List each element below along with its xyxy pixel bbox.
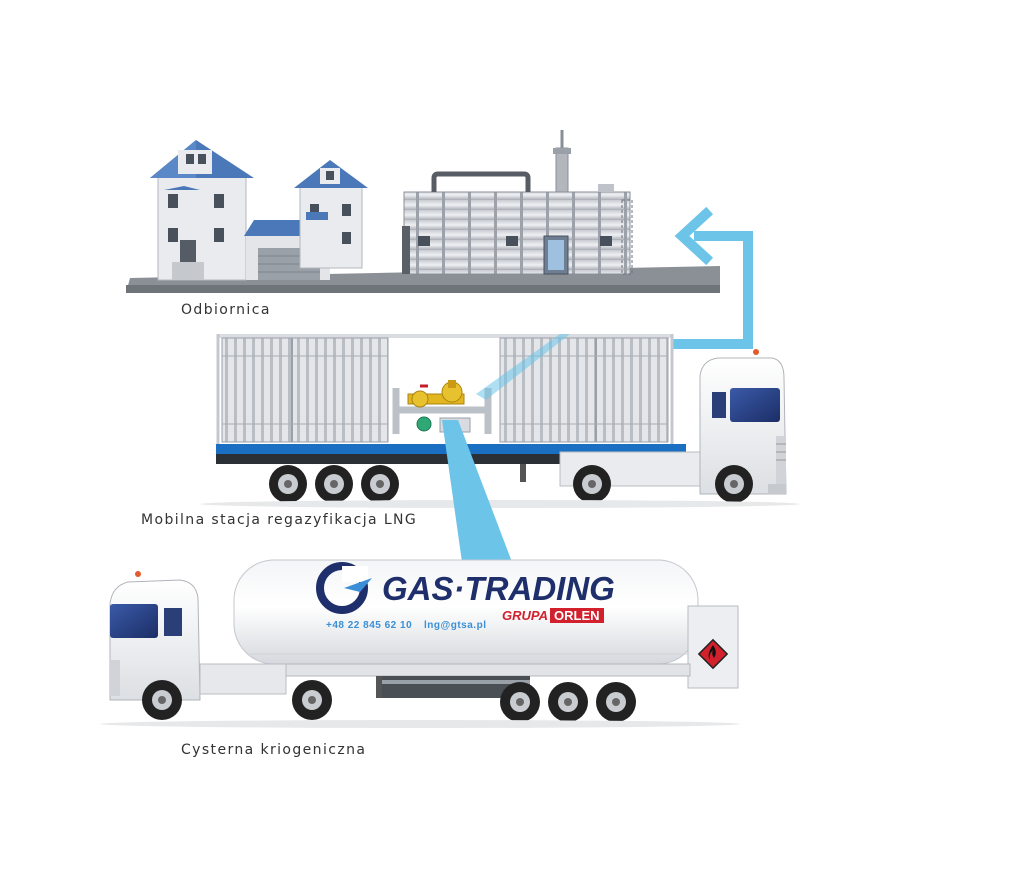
group-label: GRUPA [502,608,548,623]
factory-icon [402,130,633,275]
receiver-caption: Odbiornica [181,302,271,318]
flow-arrow-icon [672,206,753,349]
orlen-badge [550,608,604,623]
house-icon [150,140,254,281]
tanker-caption: Cysterna kriogeniczna [181,742,367,758]
tanker-wheels [142,680,636,722]
house-icon [294,160,368,269]
regasification-truck-icon [200,334,800,508]
brand-name: GAS·TRADING [382,570,615,607]
station-caption: Mobilna stacja regazyfikacja LNG [141,512,418,528]
email-address: lng@gtsa.pl [424,620,486,631]
flow-beam [442,420,512,562]
receiver-site [126,130,720,293]
trailer-wheels [269,465,399,503]
gas-trading-logo: GAS·TRADING GRUPA ORLEN +48 22 845 62 10… [316,562,615,631]
tractor-cab [109,571,287,701]
cryogenic-tanker-icon: GAS·TRADING GRUPA ORLEN +48 22 845 62 10… [100,559,740,728]
valve-assembly-icon [392,380,492,434]
orlen-label: ORLEN [554,608,600,623]
tractor-cab [559,349,787,503]
phone-number: +48 22 845 62 10 [326,620,412,631]
flame-hazard-icon [697,638,729,670]
